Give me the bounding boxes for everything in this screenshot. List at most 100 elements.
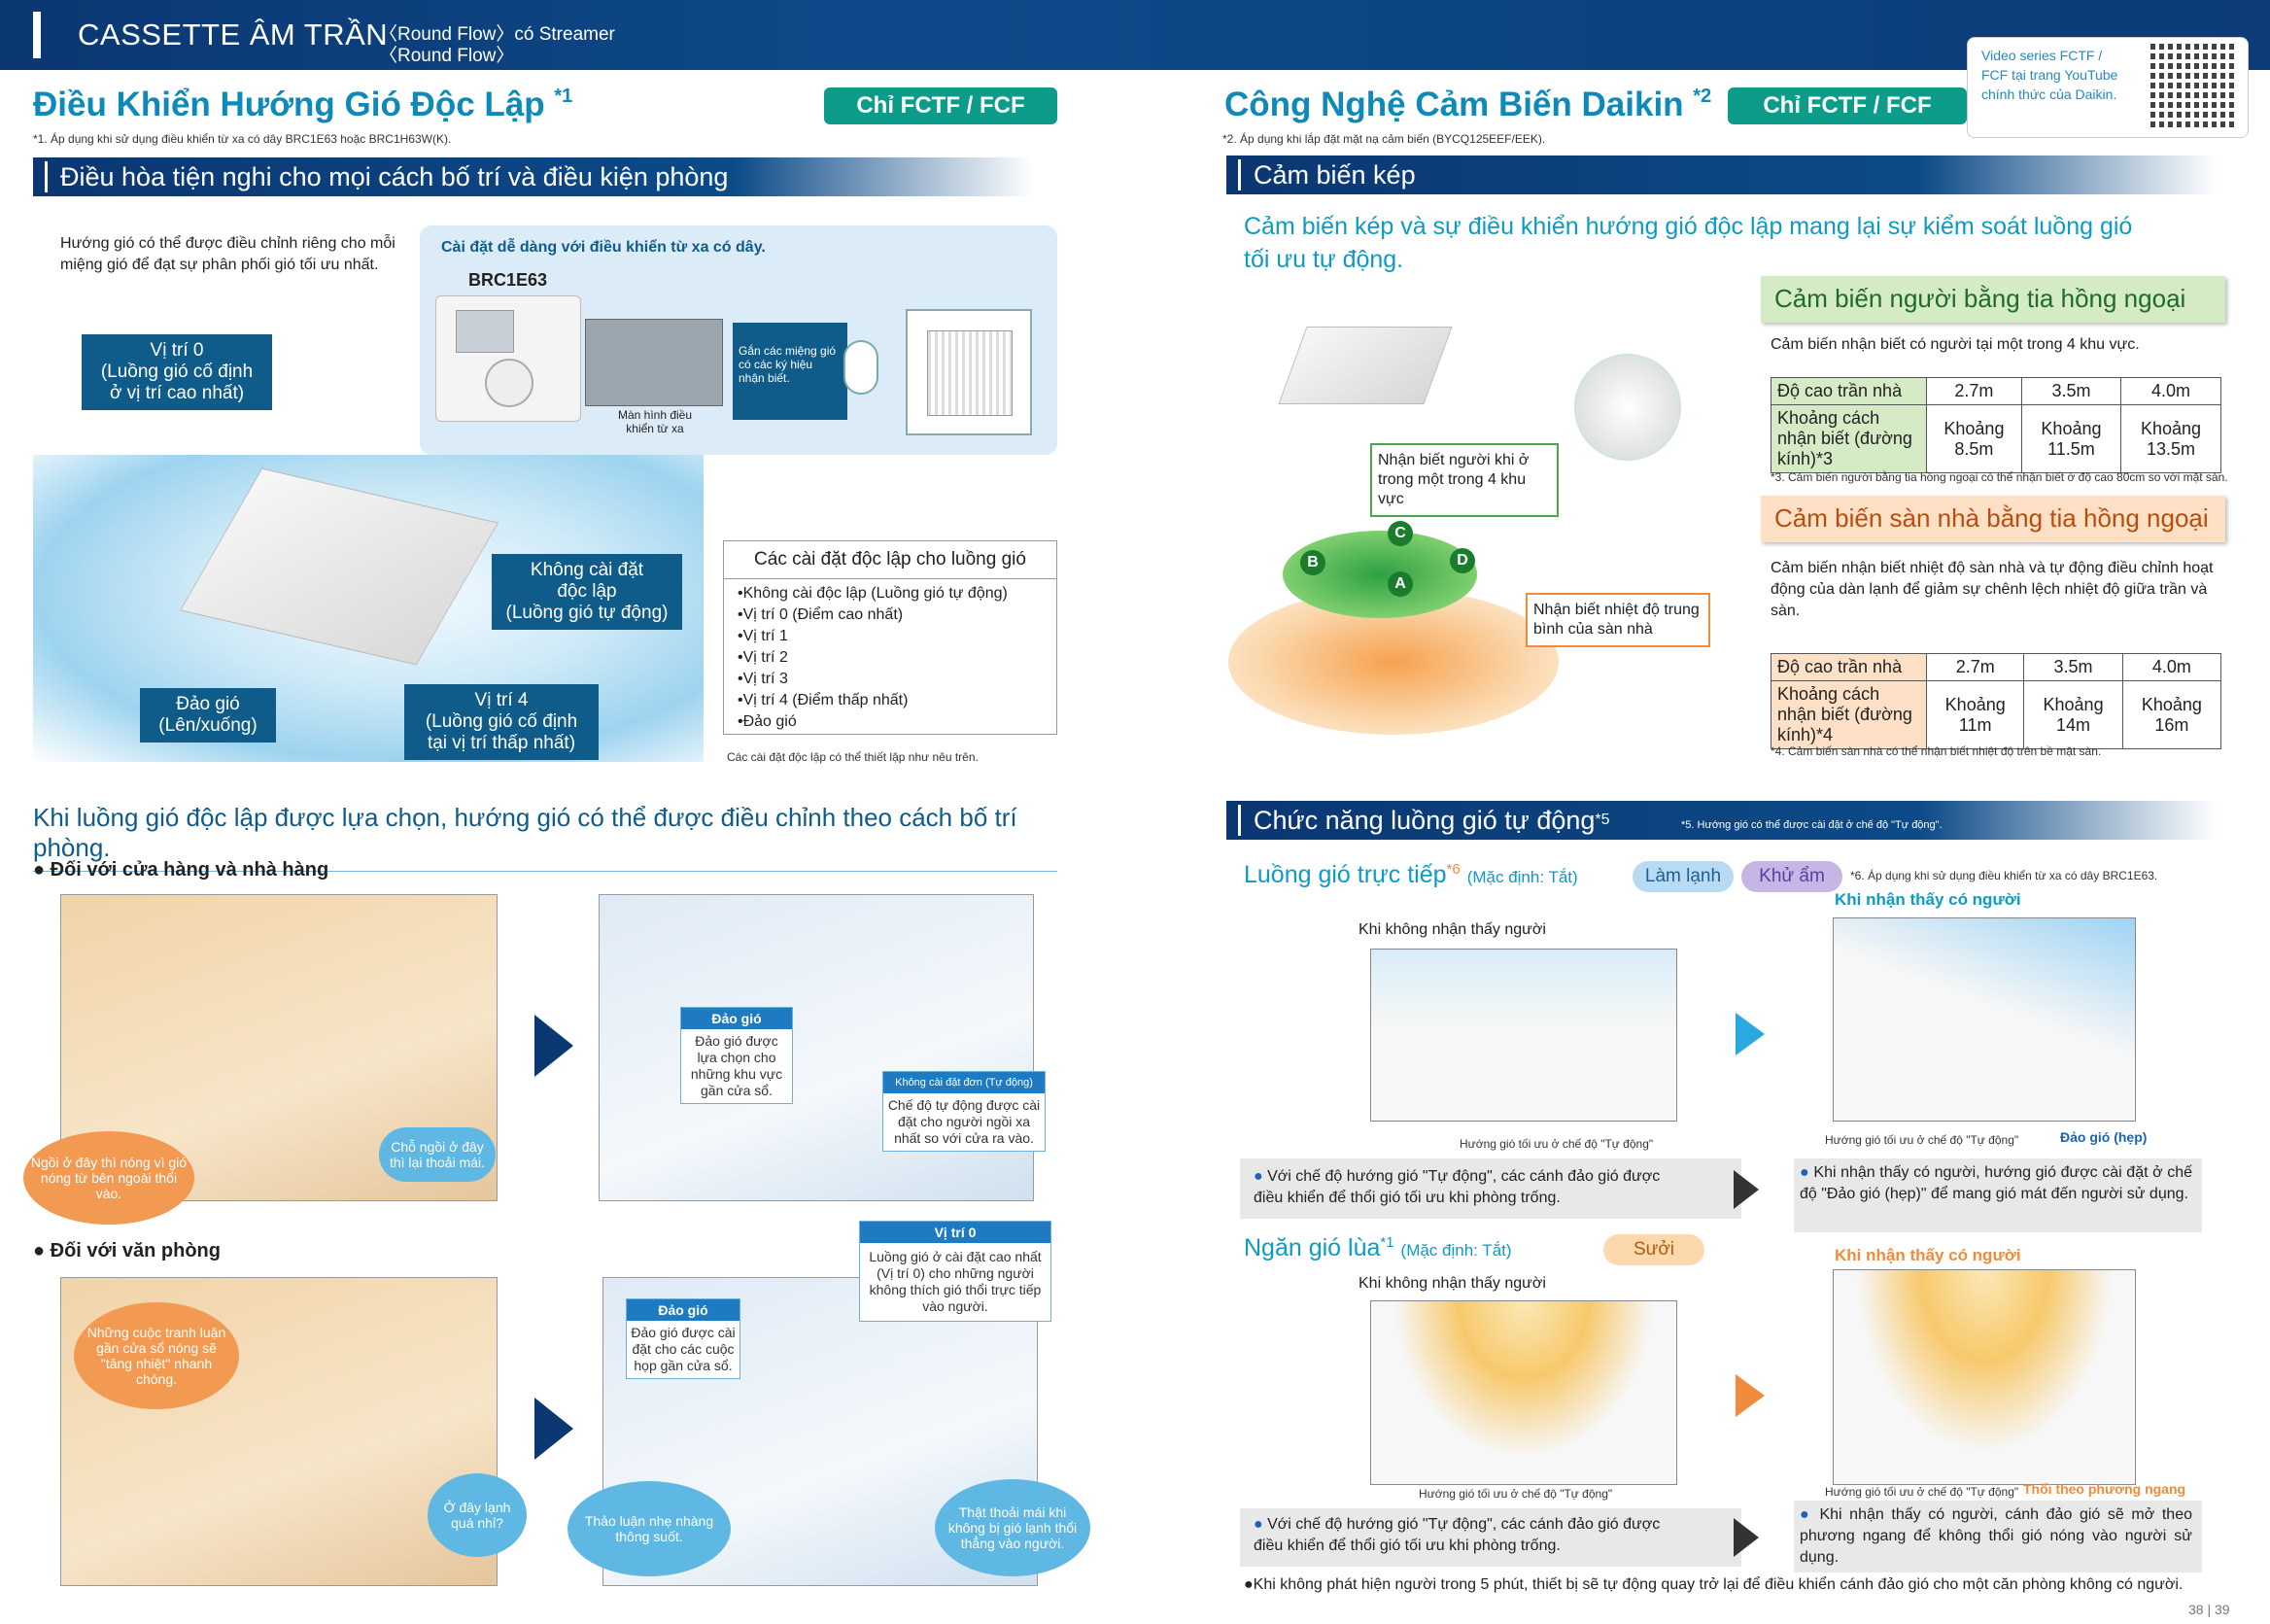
left-note: *1. Áp dụng khi sử dụng điều khiển từ xa… — [33, 132, 452, 146]
zone-d: D — [1450, 548, 1475, 573]
draft-cap2: Hướng gió tối ưu ở chế độ "Tự động" — [1825, 1485, 2019, 1499]
settings-item: •Vị trí 2 — [738, 649, 788, 666]
header-title: CASSETTE ÂM TRẦN — [78, 17, 389, 52]
remote-title: Cài đặt dễ dàng với điều khiển từ xa có … — [441, 239, 766, 256]
floor-foot: *4. Cảm biến sàn nhà có thể nhận biết nh… — [1771, 744, 2102, 758]
left-title: Điều Khiển Hướng Gió Độc Lập *1 — [33, 86, 573, 123]
direct-title: Luồng gió trực tiếp*6 (Mặc định: Tắt) — [1244, 861, 1578, 888]
ir-desc: Cảm biến nhận biết có người tại một tron… — [1771, 336, 2140, 353]
left-badge: Chỉ FCTF / FCF — [824, 87, 1057, 124]
direct-desc1: ● Với chế độ hướng gió "Tự động", các cá… — [1254, 1168, 1661, 1206]
right-title: Công Nghệ Cảm Biến Daikin *2 — [1224, 86, 1712, 123]
draft-cap2b: Thổi theo phương ngang — [2023, 1481, 2186, 1497]
zone-note: Nhận biết người khi ở trong một trong 4 … — [1370, 443, 1559, 517]
draft-cap1: Hướng gió tối ưu ở chế độ "Tự động" — [1419, 1487, 1613, 1501]
office-bubble-comfort: Thật thoải mái khi không bị gió lạnh thổ… — [935, 1479, 1090, 1576]
ir-title: Cảm biến người bằng tia hồng ngoại — [1761, 276, 2225, 323]
video-text: Video series FCTF / FCF tại trang YouTub… — [1981, 48, 2118, 102]
direct-cap1: Hướng gió tối ưu ở chế độ "Tự động" — [1460, 1137, 1654, 1151]
shop-bubble-comfort: Chỗ ngồi ở đây thì lại thoải mái. — [379, 1127, 496, 1182]
remote-panel: Cài đặt dễ dàng với điều khiển từ xa có … — [420, 225, 1057, 455]
video-series-box[interactable]: Video series FCTF / FCF tại trang YouTub… — [1967, 37, 2249, 138]
direct-no-person: Khi không nhận thấy người — [1359, 921, 1546, 938]
arrow-right-gray-icon — [1734, 1518, 1759, 1557]
draft-person: Khi nhận thấy có người — [1835, 1246, 2021, 1264]
office-box-pos0: Vị trí 0 Luồng gió ở cài đặt cao nhất (V… — [859, 1221, 1051, 1322]
direct-desc2: ● Khi nhận thấy có người, hướng gió được… — [1800, 1164, 2193, 1202]
shop-scene-after — [599, 894, 1034, 1201]
arrow-right-icon — [534, 1398, 573, 1460]
settings-item: •Vị trí 4 (Điểm thấp nhất) — [738, 692, 909, 708]
draft-desc2: ● Khi nhận thấy có người, cánh đảo gió s… — [1800, 1506, 2192, 1566]
direct-cap2: Hướng gió tối ưu ở chế độ "Tự động" — [1825, 1133, 2019, 1147]
right-note: *2. Áp dụng khi lắp đặt mặt nạ cảm biến … — [1222, 132, 1546, 146]
settings-list: •Không cài độc lập (Luồng gió tự động) •… — [724, 579, 1056, 737]
settings-item: •Vị trí 1 — [738, 628, 788, 644]
shop-box-auto: Không cài đặt đơn (Tự động) Chế độ tự độ… — [882, 1071, 1046, 1152]
direct-note: *6. Áp dụng khi sử dụng điều khiển từ xa… — [1850, 869, 2158, 882]
auto-note: *5. Hướng gió có thể được cài đặt ở chế … — [1681, 819, 1943, 831]
zone-b: B — [1300, 550, 1325, 575]
shop-box-swing: Đảo gió Đảo gió được lựa chọn cho những … — [680, 1007, 793, 1104]
office-bubble-smooth: Thảo luận nhẹ nhàng thông suốt. — [568, 1481, 731, 1576]
layout-heading: Khi luồng gió độc lập được lựa chọn, hướ… — [33, 803, 1057, 872]
shops-heading: ● Đối với cửa hàng và nhà hàng — [33, 859, 329, 881]
office-bubble-hot: Những cuộc tranh luận gần cửa sổ nóng sẽ… — [74, 1302, 239, 1409]
settings-title: Các cài đặt độc lập cho luồng gió — [724, 541, 1056, 579]
draft-title: Ngăn gió lùa*1 (Mặc định: Tắt) — [1244, 1234, 1512, 1261]
tag-heating: Sưởi — [1603, 1234, 1704, 1265]
draft-no-person: Khi không nhận thấy người — [1359, 1275, 1546, 1292]
direct-room-empty — [1370, 949, 1677, 1122]
floor-title: Cảm biến sàn nhà bằng tia hồng ngoại — [1761, 496, 2225, 542]
intro-text: Hướng gió có thể được điều chỉnh riêng c… — [60, 235, 396, 273]
remote-screen-icon — [585, 319, 723, 406]
zone-c: C — [1388, 521, 1413, 546]
direct-cap2b: Đảo gió (hẹp) — [2060, 1129, 2148, 1145]
arrow-right-icon — [534, 1015, 573, 1077]
auto-band: Chức năng luồng gió tự động*5 — [1226, 801, 2218, 840]
remote-controller-icon — [435, 295, 581, 422]
settings-box: Các cài đặt độc lập cho luồng gió •Không… — [723, 540, 1057, 735]
tag-cooling: Làm lạnh — [1633, 861, 1734, 892]
left-band: Điều hòa tiện nghi cho mọi cách bố trí v… — [33, 157, 1034, 196]
screen-caption: Màn hình điều khiển từ xa — [617, 408, 693, 435]
floor-note: Nhận biết nhiệt độ trung bình của sàn nh… — [1526, 593, 1710, 647]
settings-foot: Các cài đặt độc lập có thể thiết lập như… — [727, 750, 979, 764]
label-position-4: Vị trí 4 (Luồng gió cố định tại vị trí t… — [404, 684, 599, 760]
draft-room-empty — [1370, 1300, 1677, 1485]
marks-caption: Gắn các miệng gió có các ký hiệu nhận bi… — [733, 323, 847, 420]
tag-dehumidify: Khử ẩm — [1741, 861, 1842, 892]
settings-item: •Vị trí 3 — [738, 671, 788, 687]
right-badge: Chỉ FCTF / FCF — [1728, 87, 1967, 124]
office-box-swing: Đảo gió Đảo gió được cài đặt cho các cuộ… — [626, 1298, 740, 1379]
direct-person: Khi nhận thấy có người — [1835, 890, 2021, 909]
header-subtitle-1: 〈Round Flow〉có Streamer — [379, 24, 615, 45]
final-note: ●Khi không phát hiện người trong 5 phút,… — [1244, 1576, 2184, 1593]
right-lead: Cảm biến kép và sự điều khiển hướng gió … — [1244, 213, 2133, 273]
ir-foot: *3. Cảm biến người bằng tia hồng ngoại c… — [1771, 470, 2228, 484]
label-position-0: Vị trí 0 (Luồng gió cố định ở vị trí cao… — [82, 334, 272, 410]
office-heading: ● Đối với văn phòng — [33, 1240, 221, 1261]
label-no-independent: Không cài đặt độc lập (Luồng gió tự động… — [492, 554, 682, 630]
draft-room-occupied — [1833, 1269, 2136, 1485]
shop-bubble-hot: Ngồi ở đây thì nóng vì gió nóng từ bên n… — [23, 1131, 194, 1225]
label-swing: Đảo gió (Lên/xuống) — [140, 688, 276, 743]
arrow-right-gray-icon — [1734, 1170, 1759, 1209]
page-header: CASSETTE ÂM TRẦN 〈Round Flow〉có Streamer… — [0, 0, 2270, 70]
qr-code-icon[interactable] — [2150, 44, 2234, 127]
draft-desc1: ● Với chế độ hướng gió "Tự động", các cá… — [1254, 1516, 1661, 1554]
zone-a: A — [1388, 571, 1413, 597]
settings-item: •Vị trí 0 (Điểm cao nhất) — [738, 606, 904, 623]
remote-model: BRC1E63 — [468, 270, 548, 290]
mark-badge-icon — [843, 340, 878, 395]
page-number: 38 | 39 — [2188, 1602, 2230, 1617]
settings-item: •Đảo gió — [738, 713, 797, 730]
sensor-cone-illustration: B C D A — [1228, 288, 1739, 744]
settings-item: •Không cài độc lập (Luồng gió tự động) — [738, 585, 1008, 602]
right-band: Cảm biến kép — [1226, 155, 2218, 194]
header-subtitle-2: 〈Round Flow〉 — [379, 46, 515, 66]
arrow-right-blue-icon — [1736, 1013, 1765, 1055]
direct-room-occupied — [1833, 917, 2136, 1122]
